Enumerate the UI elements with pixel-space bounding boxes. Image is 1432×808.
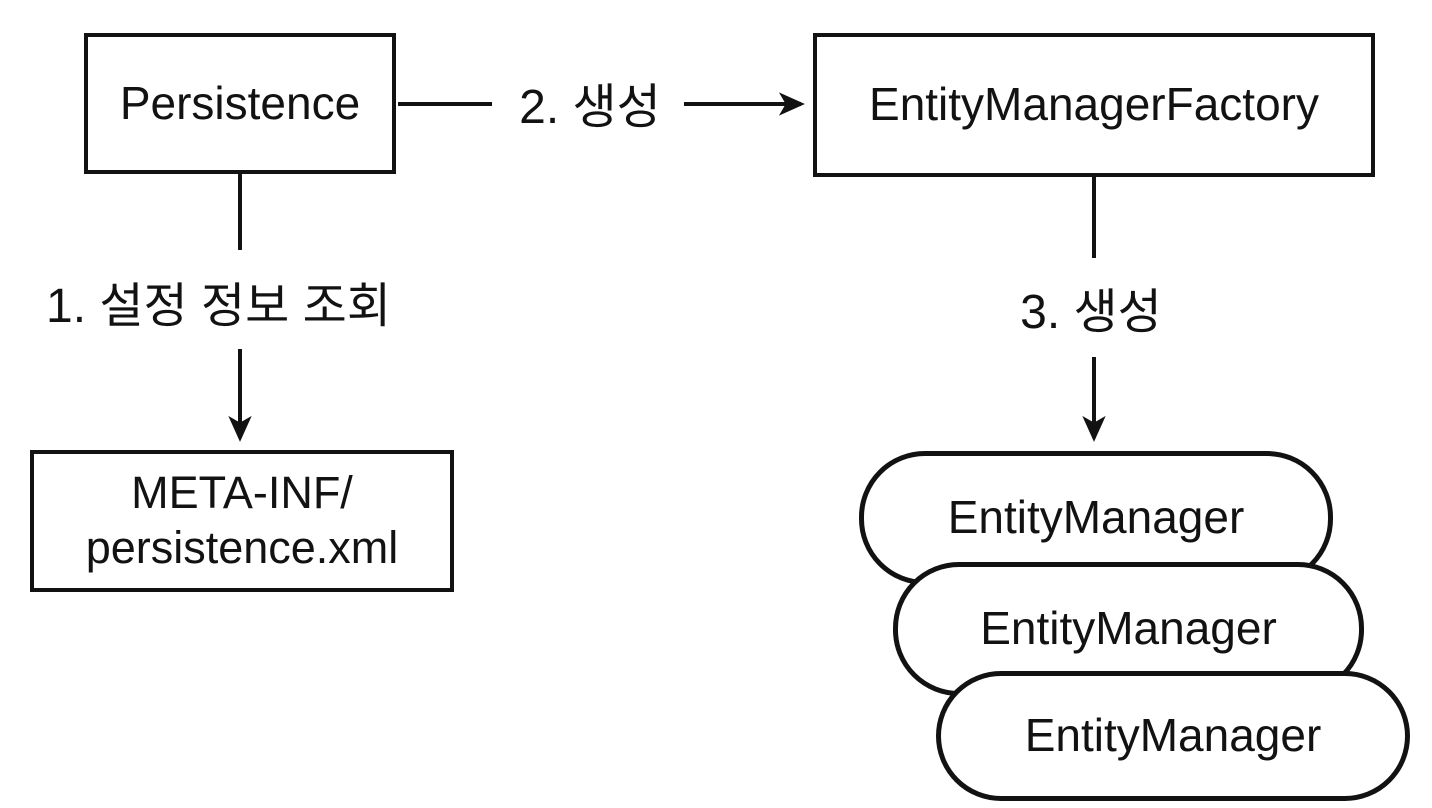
persistence-xml-file-line: persistence.xml [85, 522, 399, 573]
persistence-xml-path-line: META-INF/ [131, 467, 353, 519]
entity-manager-factory-node: EntityManagerFactory [813, 33, 1375, 177]
persistence-node: Persistence [84, 33, 396, 174]
step1-label: 1. 설정 정보 조회 [46, 280, 391, 333]
step3-label: 3. 생성 [1020, 286, 1162, 339]
entity-manager-label: EntityManager [980, 602, 1277, 655]
persistence-label: Persistence [119, 76, 361, 129]
entity-manager-label: EntityManager [947, 491, 1245, 544]
step2-label: 2. 생성 [519, 81, 661, 134]
entity-manager-label: EntityManager [1024, 709, 1322, 762]
persistence-xml-node: META-INF/ persistence.xml [30, 450, 454, 592]
entity-manager-factory-label: EntityManagerFactory [869, 78, 1319, 131]
entity-manager-node-3: EntityManager [936, 671, 1410, 801]
